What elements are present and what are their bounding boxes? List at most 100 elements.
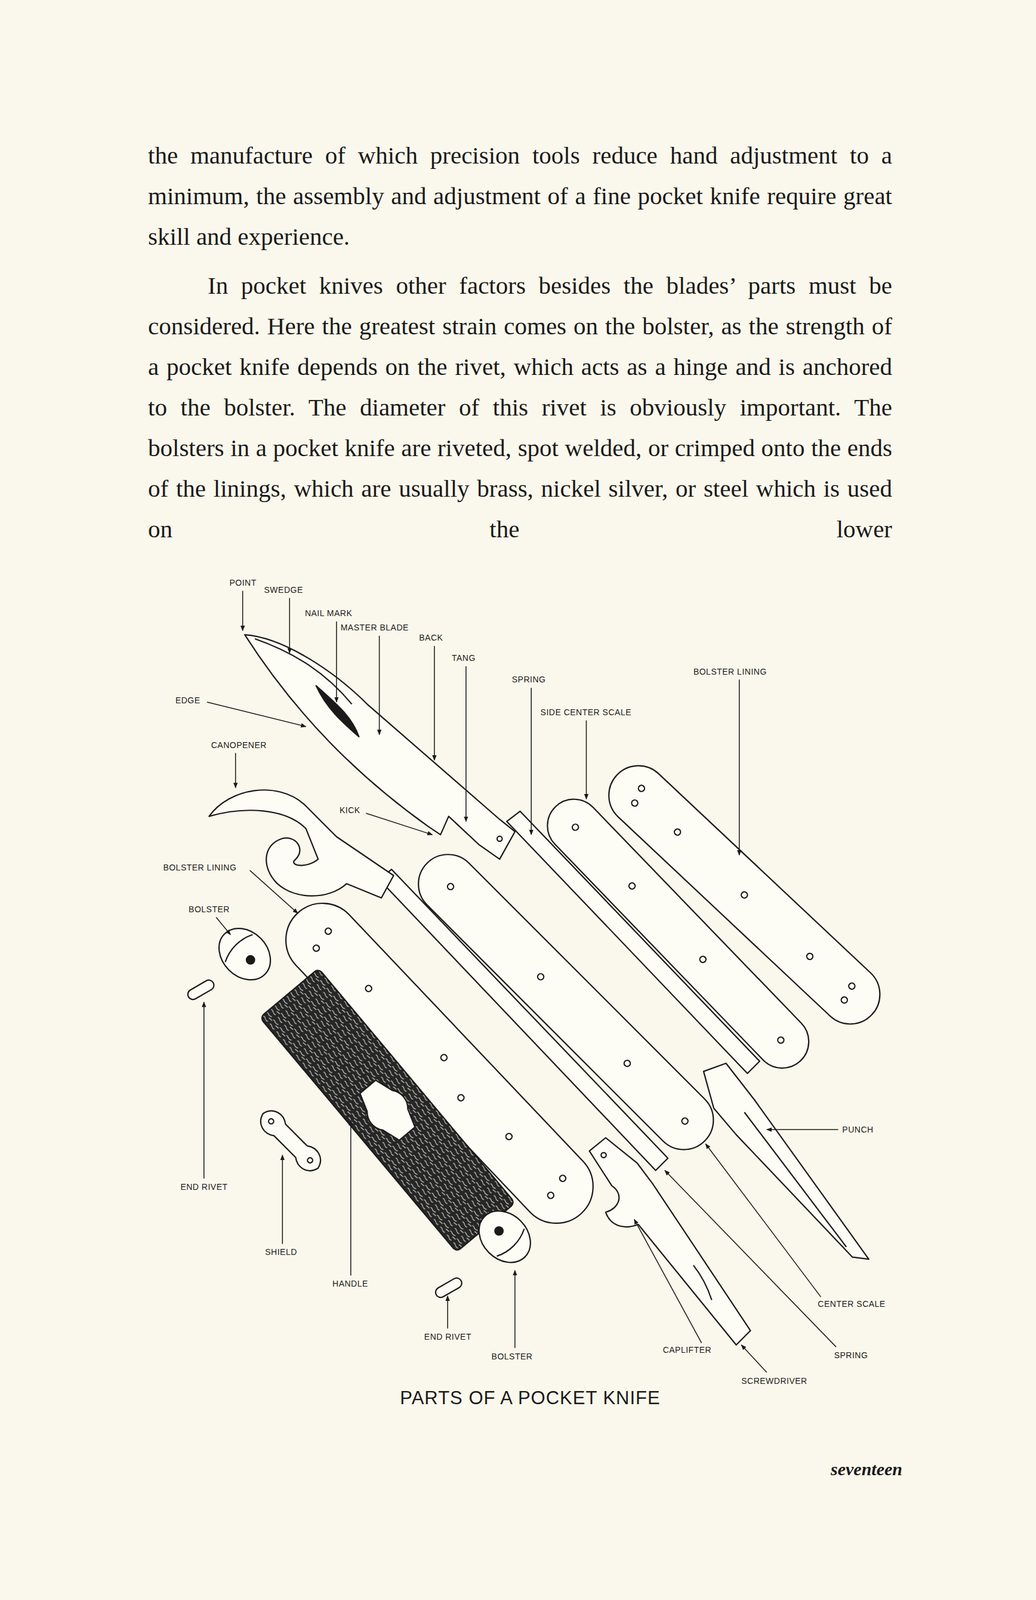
leader-lines-part [446,1295,449,1329]
part-label: BOLSTER [188,904,230,914]
punch-groove [744,1111,847,1247]
leader-lines [204,590,839,1372]
shield-shape [254,1104,326,1176]
end-rivet-shape [433,1275,464,1300]
shield-shape-part [306,1155,314,1164]
leader-lines-part [250,870,298,914]
part-label: HANDLE [332,1278,369,1288]
part-label: KICK [339,805,361,814]
handle-shape-part [259,967,516,1252]
shield-shape-part [254,1104,326,1176]
bolster-lining-shape-part [673,827,682,836]
pivot-hole [600,1152,607,1158]
bolster-shape-part [492,1224,505,1236]
part-label: SWEDGE [264,585,304,594]
screwdriver-groove [693,1264,712,1300]
swedge-line [254,638,352,704]
canopener-shape [208,789,394,898]
leader-lines-part [207,701,307,727]
part-label: SPRING [512,674,547,684]
bolster-lining-shape-part [630,798,639,807]
leader-lines-part [242,590,244,631]
shield-shape-part [267,1117,275,1125]
pivot-hole [497,836,503,842]
center-scale-shape-part [680,1116,689,1126]
end-rivet-shape-part [433,1275,464,1300]
handle-shape-part [352,1073,424,1147]
leader-lines-part [235,752,237,788]
leader-lines-part [766,1128,839,1130]
leader-lines-part [705,1143,821,1297]
part-label: BOLSTER [491,1351,533,1361]
end-rivet-shape [186,978,217,1002]
part-label: EDGE [175,695,201,705]
leader-lines-part [465,666,467,822]
leader-lines-part [350,1120,352,1276]
side-center-scale-shape-part [698,954,708,964]
bolster-lining-shape-part [805,951,814,961]
part-label: END RIVET [424,1332,472,1341]
leader-lines-part [335,621,338,702]
side-center-scale-shape-part [627,881,637,891]
bolster-shape [468,1200,541,1273]
bolster-shape-part [468,1200,541,1273]
leader-lines-part [378,635,381,735]
part-label: POINT [229,578,257,587]
part-label: CENTER SCALE [817,1299,886,1308]
caplifter-shape [589,1137,751,1345]
part-label: PUNCH [842,1124,874,1134]
bolster-shape-part [244,953,257,965]
leader-lines-part [203,1001,205,1179]
leader-lines-part [216,917,231,935]
bolster-shape [208,917,282,991]
part-label: NAIL MARK [304,608,353,618]
bolster-lining-shape-part [504,1131,514,1140]
leader-lines-part [741,1344,767,1372]
knife-parts [186,634,893,1345]
leader-lines-part [433,645,436,760]
bolster-lining-shape-part [637,783,646,792]
part-label: BOLSTER LINING [162,862,237,872]
punch-shape [703,1062,869,1259]
bolster-lining-shape-part [740,890,749,899]
center-scale-shape-part [623,1058,632,1068]
bolster-lining-shape-part [324,926,333,935]
part-label: BOLSTER LINING [693,667,767,676]
side-center-scale-shape-part [776,1035,785,1045]
part-label: SCREWDRIVER [741,1376,808,1385]
part-label: BACK [418,633,443,642]
part-label: CAPLIFTER [663,1345,712,1354]
part-label: TANG [451,653,476,662]
figure-caption: PARTS OF A POCKET KNIFE [399,1386,661,1409]
bolster-lining-shape-part [840,995,849,1004]
leader-lines-part [282,1154,284,1244]
part-label: SIDE CENTER SCALE [540,707,632,717]
part-label: SHIELD [264,1247,298,1256]
bolster-shape-part [208,917,282,991]
handle-shape [259,967,516,1252]
center-scale-shape-part [446,882,455,891]
leader-lines-part [664,1169,837,1347]
master-blade-shape [244,634,516,859]
center-scale-shape-part [536,972,545,982]
bolster-lining-shape-part [546,1190,555,1199]
part-label: SPRING [834,1350,869,1359]
body-paragraph: In pocket knives other factors besides t… [148,264,893,550]
bolster-lining-shape-part [364,984,373,993]
bolster-lining-shape-part [558,1173,567,1183]
leader-lines-part [365,812,433,835]
bolster-lining-shape-part [312,943,321,952]
leader-lines-part [288,597,291,653]
body-paragraph: the manufacture of which precision tools… [148,134,893,257]
leader-lines-part [634,1218,702,1343]
end-rivet-shape-part [186,978,217,1002]
bolster-lining-shape-part [847,981,856,990]
leader-lines-part [514,1269,516,1348]
side-center-scale-shape-part [571,822,580,832]
leader-lines-part [738,679,740,855]
part-label: MASTER BLADE [340,623,409,632]
bolster-lining-shape-part [456,1092,465,1102]
page-number: seventeen [830,1458,903,1479]
part-label: CANOPENER [211,740,267,749]
